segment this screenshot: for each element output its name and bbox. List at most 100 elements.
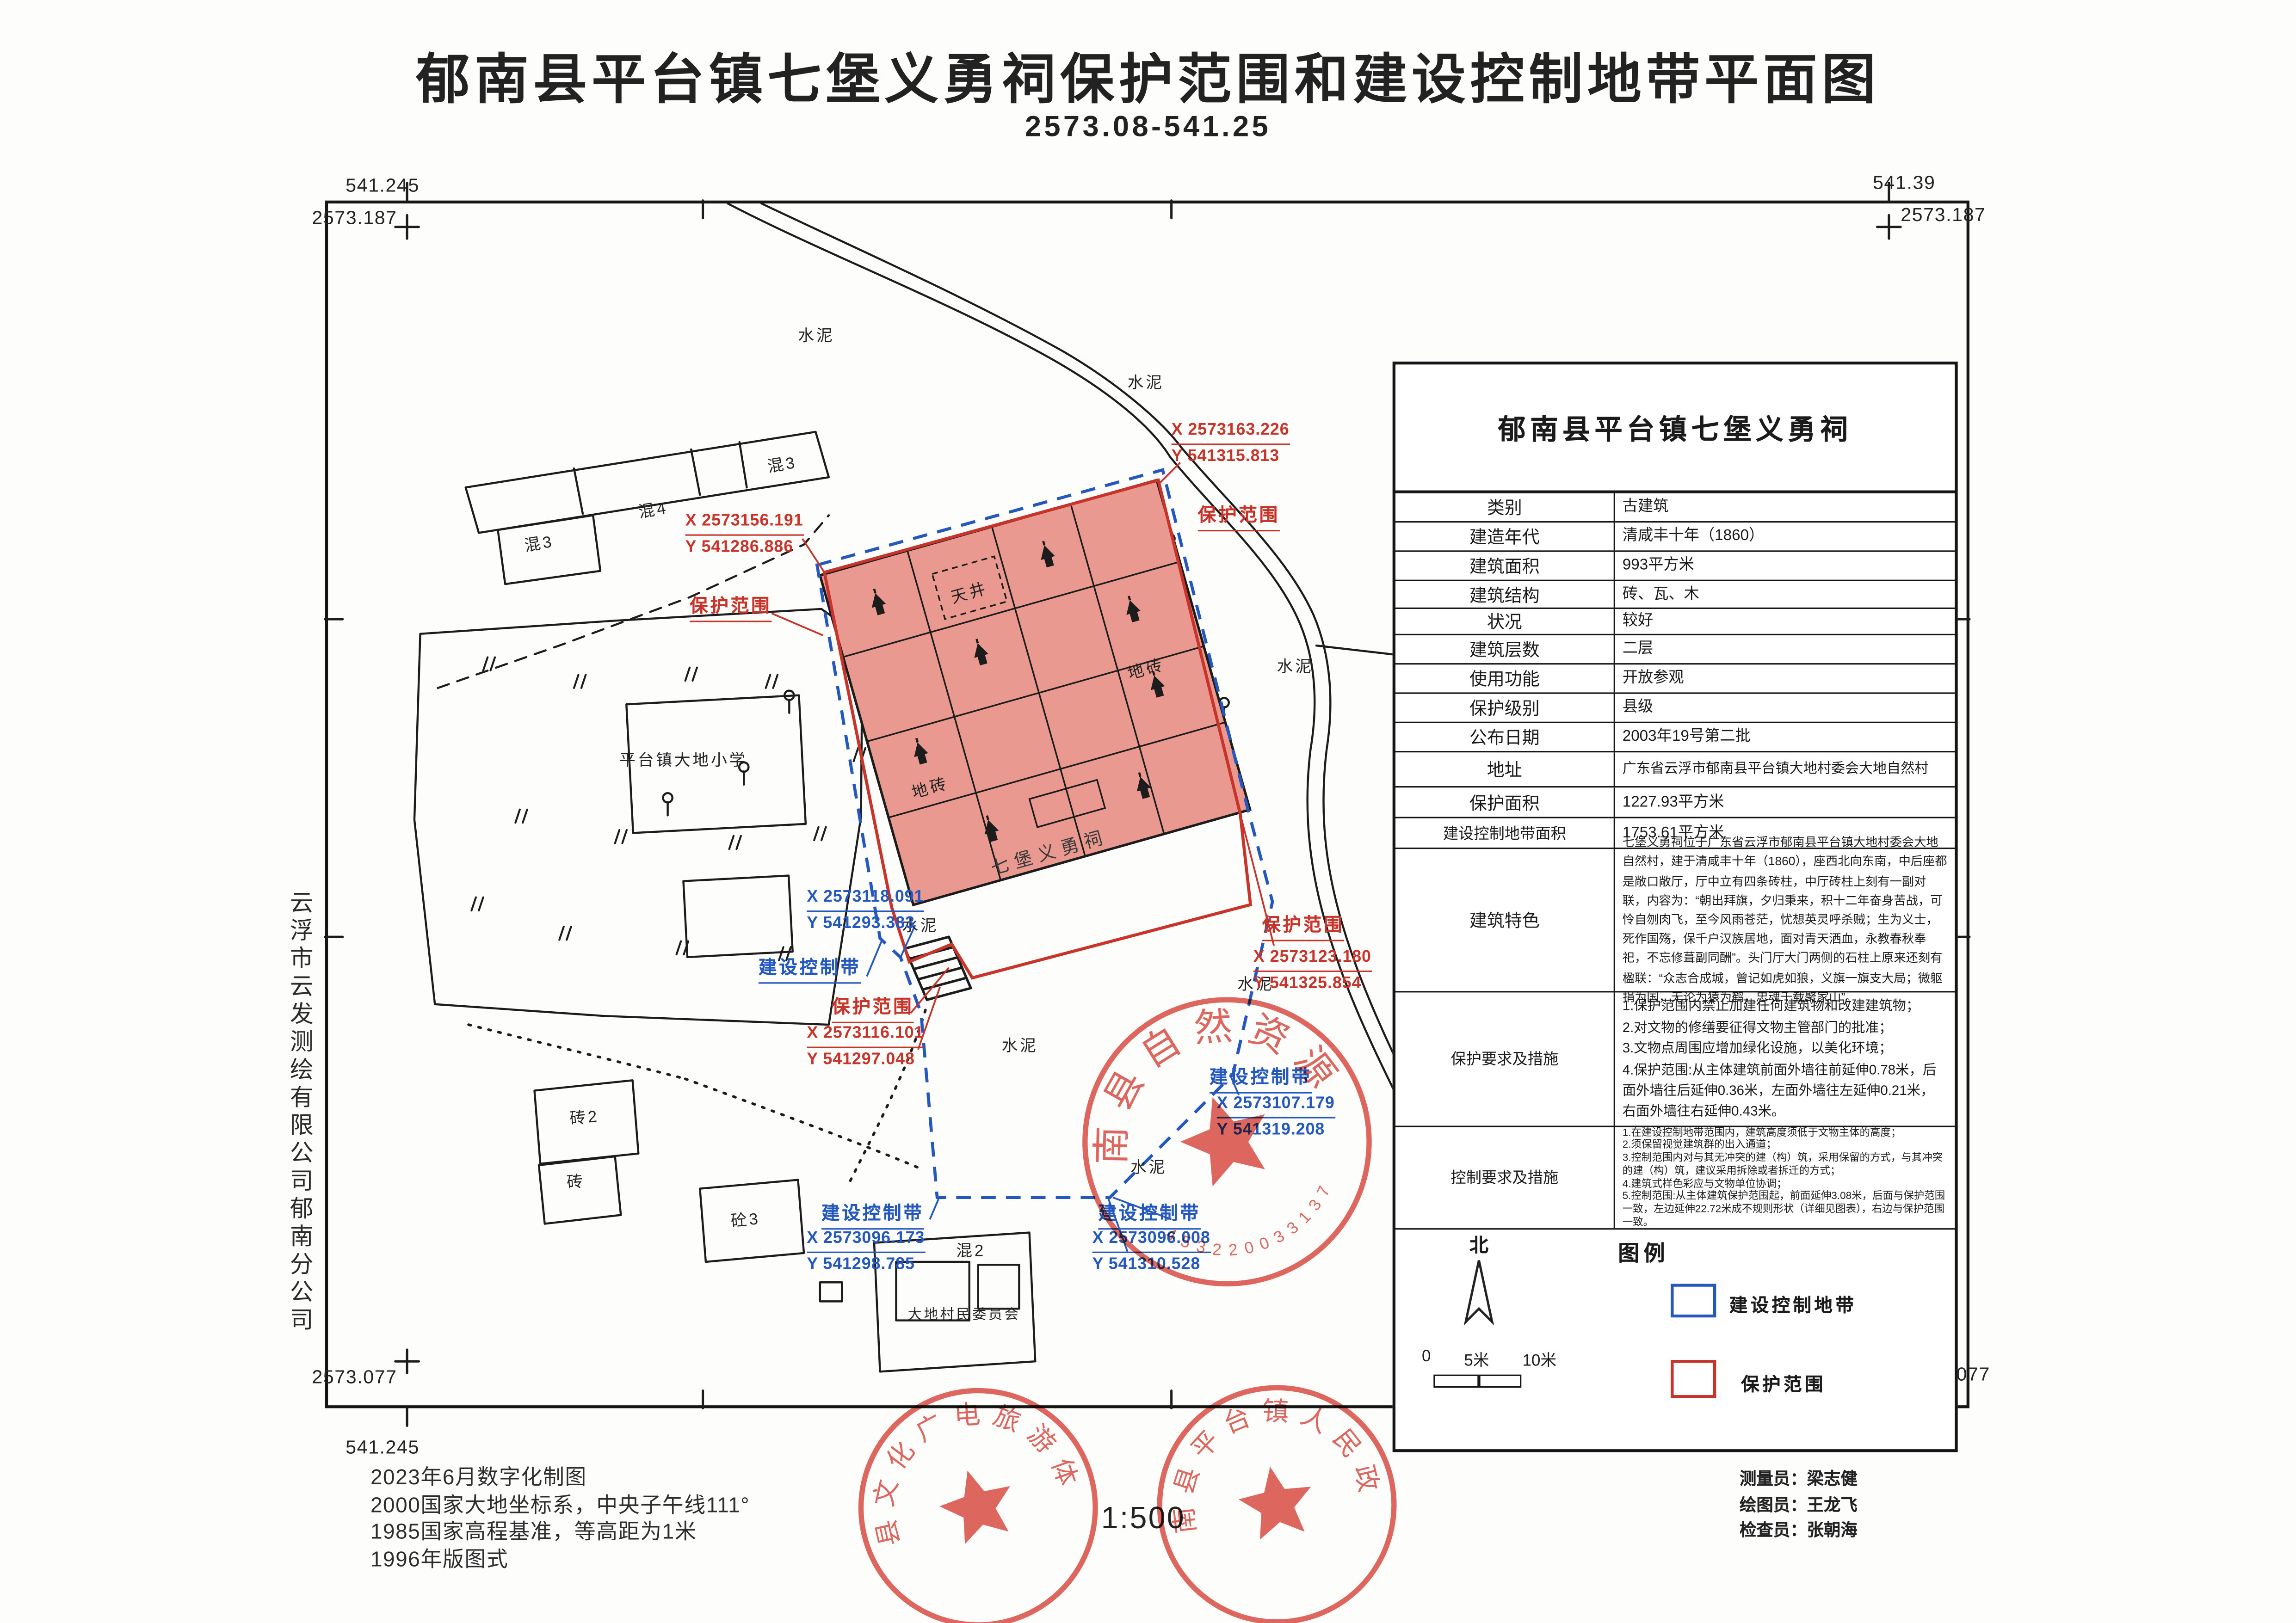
table-row-label: 建筑特色 (1395, 849, 1615, 991)
map-text-label: 砼3 (730, 1211, 761, 1231)
legend-swatch-control-zone (1671, 1284, 1716, 1318)
coordinate-callout: X 2573156.191 Y 541286.886 (685, 512, 803, 557)
table-row: 建筑特色七堡义勇祠位于广东省云浮市郁南县平台镇大地村委会大地自然村，建于清咸丰十… (1395, 835, 1955, 1004)
stamp-star-icon (939, 1470, 1010, 1544)
table-row-label: 保护级别 (1395, 694, 1615, 722)
table-row-label: 公布日期 (1395, 723, 1615, 751)
scale-bar-labels: 0 5米 10米 (1422, 1348, 1556, 1372)
table-row-value: 较好 (1622, 612, 1654, 630)
legend-label-control-zone: 建设控制地带 (1729, 1295, 1857, 1316)
coordinate-x: X 2573123.180 (1253, 948, 1371, 971)
official-stamp: 郁南县文化广电旅游体育局 (846, 1376, 1098, 1623)
map-text-label: 大地村民委员会 (907, 1307, 1021, 1323)
table-row: 建筑层数二层 (1395, 635, 1955, 665)
stamp-star-icon (1238, 1467, 1311, 1540)
corner-coord-label: 541.245 (346, 174, 420, 197)
legend-title: 图例 (1618, 1242, 1670, 1266)
zone-label: 建设控制带 (758, 952, 861, 984)
table-row-label: 状况 (1395, 609, 1615, 634)
coordinate-y: Y 541297.048 (807, 1050, 915, 1068)
map-text-label: 砖2 (569, 1108, 600, 1129)
map-text-label: 混2 (956, 1242, 986, 1260)
coordinate-x: X 2573107.179 (1216, 1095, 1335, 1118)
table-row-label: 使用功能 (1395, 664, 1615, 693)
coordinate-callout: X 2573123.180 Y 541325.854 (1253, 948, 1371, 993)
table-row-value: 2003年19号第二批 (1622, 727, 1751, 745)
table-row-label: 建筑结构 (1395, 581, 1615, 608)
table-row: 建造年代清咸丰十年（1860） (1395, 523, 1955, 552)
zone-label: 保护范围 (1262, 909, 1345, 941)
map-text-label: 水泥 (902, 917, 939, 935)
table-row-label: 控制要求及措施 (1395, 1127, 1615, 1229)
page-subtitle: 2573.08-541.25 (1025, 111, 1271, 144)
zone-label: 保护范围 (690, 590, 772, 622)
table-row: 使用功能开放参观 (1395, 664, 1955, 694)
north-label: 北 (1469, 1234, 1489, 1256)
coordinate-x: X 2573096.008 (1092, 1230, 1210, 1253)
table-row-value: 县级 (1622, 698, 1654, 716)
table-row-value: 开放参观 (1622, 669, 1684, 687)
credit-line: 绘图员：王龙飞 (1739, 1497, 1858, 1515)
coordinate-x: X 2573163.226 (1171, 422, 1290, 444)
table-row: 地址广东省云浮市郁南县平台镇大地村委会大地自然村 (1395, 752, 1955, 788)
surveying-company-label: 云浮市云发测绘有限公司郁南分公司 (285, 890, 311, 1335)
stamp-star-icon (1180, 1097, 1265, 1187)
table-title: 郁南县平台镇七堡义勇祠 (1395, 364, 1955, 493)
map-text-label: 水泥 (1237, 976, 1274, 994)
table-row: 状况较好 (1395, 609, 1955, 635)
table-row-value: 二层 (1622, 639, 1654, 658)
coordinate-y: Y 541325.854 (1253, 974, 1362, 992)
map-text-label: 水泥 (1277, 658, 1314, 676)
coordinate-x: X 2573118.091 (807, 889, 924, 911)
zone-label: 建设控制带 (1209, 1061, 1312, 1094)
map-scale: 1:500 (1101, 1502, 1185, 1536)
coordinate-callout: X 2573163.226 Y 541315.813 (1171, 422, 1290, 467)
table-row-value: 1753.61平方米 (1622, 823, 1724, 841)
table-row-value: 砖、瓦、木 (1622, 584, 1699, 602)
table-row: 保护级别县级 (1395, 694, 1955, 723)
scale-bar-ten: 10米 (1522, 1352, 1557, 1371)
corner-coord-label: 2573.077 (312, 1365, 397, 1388)
page-title: 郁南县平台镇七堡义勇祠保护范围和建设控制地带平面图 (416, 49, 1880, 110)
scale-bar-zero: 0 (1421, 1348, 1431, 1366)
map-text-label: 混3 (766, 454, 798, 477)
table-row-value: 广东省云浮市郁南县平台镇大地村委会大地自然村 (1622, 760, 1929, 777)
map-text-label: 水泥 (1001, 1038, 1038, 1056)
table-row-label: 建造年代 (1395, 523, 1615, 551)
table-row-label: 地址 (1395, 752, 1615, 787)
legend: 北 0 5米 10米 图例 建设控制地带 保护范围 (1395, 1222, 1955, 1449)
table-row: 建筑结构砖、瓦、木 (1395, 581, 1955, 609)
zone-label: 建设控制带 (1098, 1198, 1201, 1230)
table-row-value: 1227.93平方米 (1622, 793, 1724, 811)
map-text-label: 水泥 (1127, 375, 1164, 393)
north-arrow-icon (1463, 1260, 1494, 1326)
coordinate-x: X 2573096.173 (807, 1230, 925, 1253)
coordinate-x: X 2573116.101 (807, 1025, 924, 1048)
table-row-value: 1.保护范围内禁止加建任何建筑物和改建建筑物； 2.对文物的修缮要征得文物主管部… (1622, 998, 1937, 1119)
official-stamp: 郁南县平台镇人民政府 (1145, 1373, 1397, 1623)
table-row-label: 类别 (1395, 493, 1615, 522)
staff-credits: 测量员：梁志健绘图员：王龙飞检查员：张朝海 (1740, 1468, 1858, 1545)
coordinate-y: Y 541286.886 (685, 538, 794, 556)
coordinate-y: Y 541315.813 (1171, 447, 1280, 465)
coordinate-x: X 2573156.191 (685, 512, 803, 535)
table-row-label: 保护要求及措施 (1395, 992, 1615, 1126)
table-row-value: 古建筑 (1622, 498, 1669, 516)
note-line: 2023年6月数字化制图 (370, 1467, 587, 1490)
table-row-value: 清咸丰十年（1860） (1622, 527, 1765, 545)
corner-coord-label: 541.39 (1873, 171, 1936, 193)
svg-text:453220033137: 453220033137 (1159, 1172, 1351, 1282)
table-row-label: 建筑面积 (1395, 552, 1615, 580)
map-text-label: 水泥 (798, 328, 835, 346)
coordinate-y: Y 541298.785 (807, 1255, 915, 1273)
credit-line: 测量员：梁志健 (1739, 1471, 1858, 1489)
